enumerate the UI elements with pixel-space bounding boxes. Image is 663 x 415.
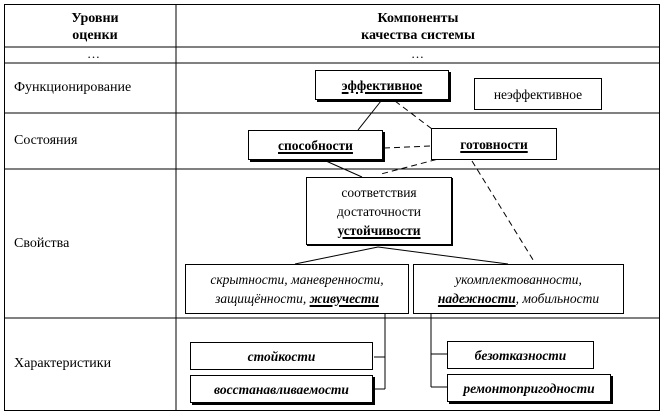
header-components-line1: Компоненты <box>377 11 459 26</box>
box-stability-text: устойчивости <box>337 222 421 238</box>
box-maintainability: ремонтопригодности <box>447 374 611 402</box>
connector-readiness-right-props-dashed <box>471 160 536 264</box>
box-restorability-text: восстанавливаемости <box>214 381 349 397</box>
connector-capability-properties <box>325 160 363 178</box>
box-correspondence-text: соответствия <box>341 184 417 200</box>
box-ineffective-text: неэффективное <box>493 86 583 102</box>
connector-effective-readiness-dashed <box>394 100 433 130</box>
left-props-line2-text: защищённости, <box>215 291 307 306</box>
box-right-properties: укомплектованности, надежности, мобильно… <box>413 264 624 314</box>
left-props-line1: скрытности, маневренности, <box>210 272 384 287</box>
header-levels-line2: оценки <box>72 28 118 43</box>
ellipsis-left: … <box>87 46 100 61</box>
box-left-properties: скрытности, маневренности, защищённости,… <box>185 264 409 314</box>
box-restorability: восстанавливаемости <box>190 375 373 403</box>
survivability-text: живучести <box>309 291 379 306</box>
box-failure-free: безотказности <box>447 341 594 369</box>
header-components: Компоненты качества системы <box>300 10 536 44</box>
box-effective-text: эффективное <box>341 77 423 93</box>
box-readiness: готовности <box>431 128 557 160</box>
right-props-line2: надежности, мобильности <box>438 289 599 308</box>
right-props-line1: укомплектованности, <box>455 272 582 287</box>
connector-survivability-resistance <box>374 314 386 358</box>
box-capability-text: способности <box>278 137 353 153</box>
connector-effective-capability <box>357 100 382 131</box>
box-sufficiency-text: достаточности <box>337 203 421 219</box>
connector-stability-right <box>377 246 509 265</box>
row-label-functioning: Функционирование <box>14 80 132 95</box>
connector-capability-readiness-dashed <box>383 145 432 149</box>
row-label-characteristics: Характеристики <box>14 356 112 371</box>
header-levels: Уровни оценки <box>20 10 170 44</box>
left-props-line2: защищённости, живучести <box>215 289 379 308</box>
row-label-states: Состояния <box>14 133 78 148</box>
ellipsis-right: … <box>411 46 424 61</box>
box-readiness-text: готовности <box>460 136 528 152</box>
header-levels-line1: Уровни <box>71 11 119 26</box>
connector-stability-left <box>294 246 379 265</box>
box-failure-free-text: безотказности <box>474 347 567 363</box>
box-capability: способности <box>248 130 383 160</box>
box-maintainability-text: ремонтопригодности <box>463 380 595 396</box>
box-stability-group: соответствия достаточности устойчивости <box>306 177 452 245</box>
right-props-line2-text: , мобильности <box>515 291 600 306</box>
box-resistance: стойкости <box>190 342 373 370</box>
box-resistance-text: стойкости <box>247 348 316 364</box>
header-components-line2: качества системы <box>361 28 475 43</box>
row-label-properties: Свойства <box>14 236 70 251</box>
reliability-text: надежности <box>437 291 516 306</box>
table-border <box>4 4 660 411</box>
box-ineffective: неэффективное <box>474 78 602 110</box>
box-effective: эффективное <box>315 70 449 100</box>
